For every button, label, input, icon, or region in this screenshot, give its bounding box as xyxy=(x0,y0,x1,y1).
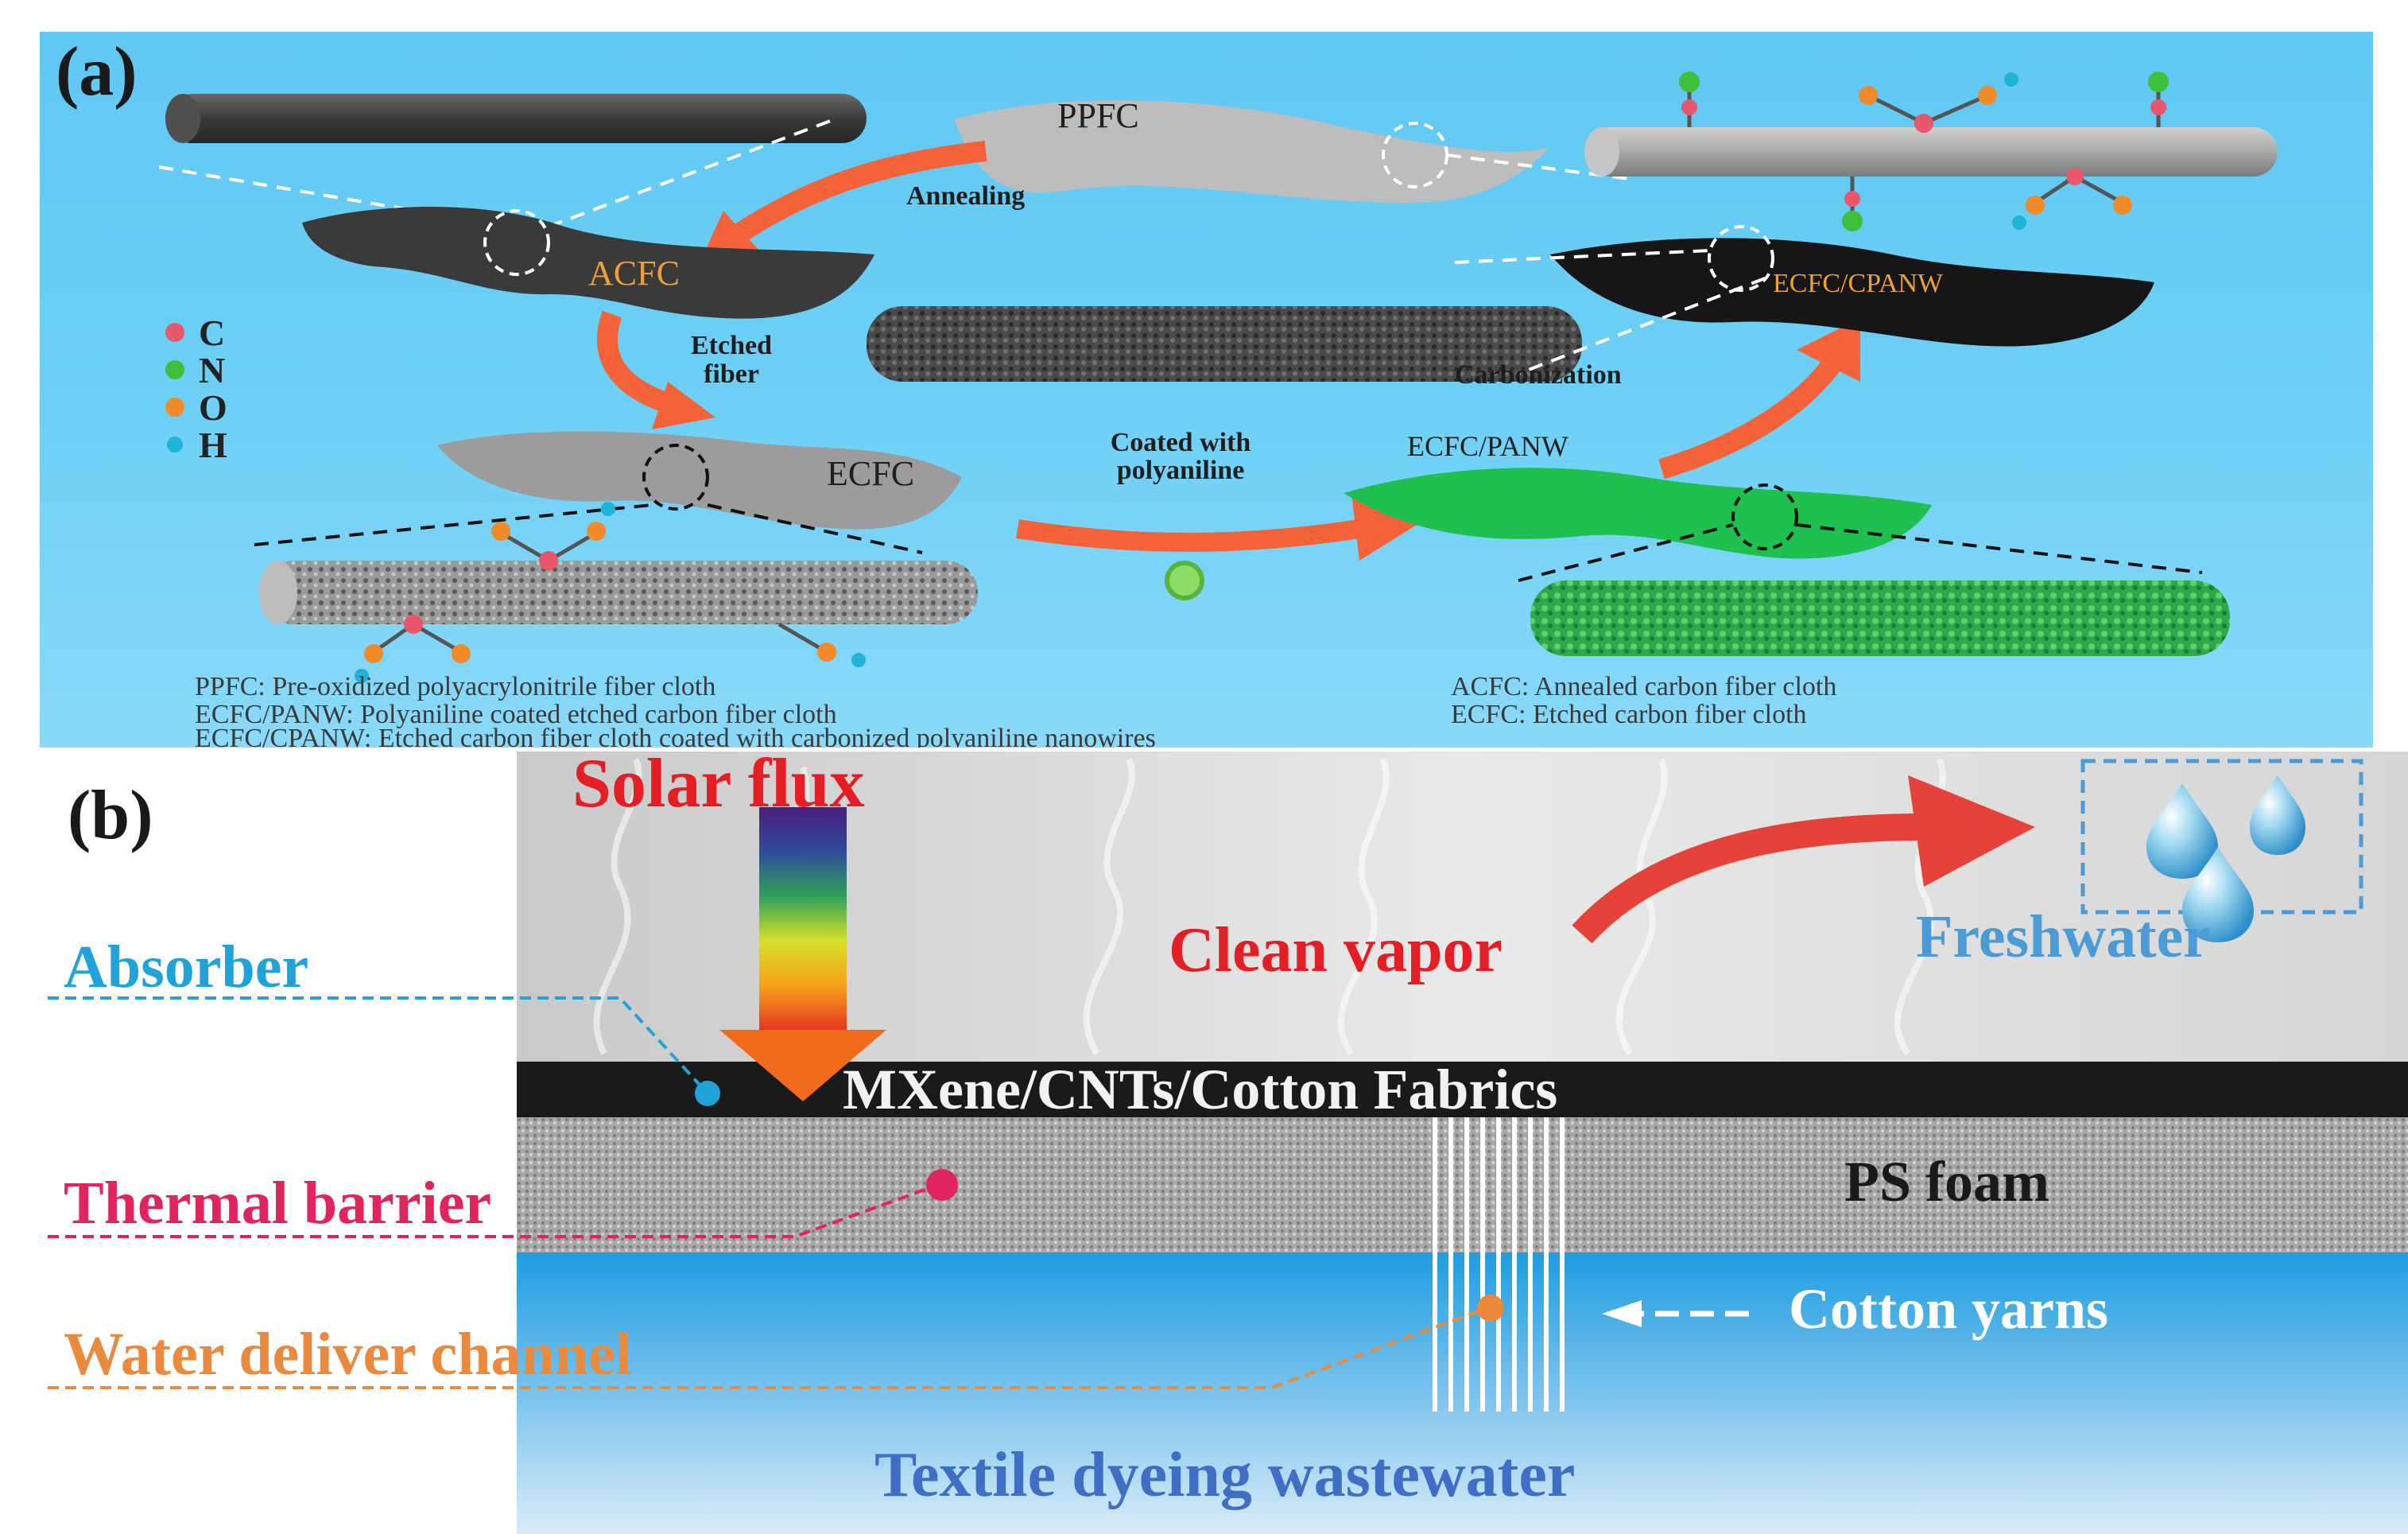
legend-ecfc-panw: ECFC/PANW: Polyaniline coated etched car… xyxy=(195,700,837,729)
carbonization-arrow xyxy=(1658,351,1845,480)
wastewater-label: Textile dyeing wastewater xyxy=(874,1440,1576,1510)
element-dot-o xyxy=(165,398,184,417)
panel-b-label: (b) xyxy=(68,777,153,854)
water-droplets-icon xyxy=(2146,775,2305,942)
ecfc-cloth xyxy=(437,431,962,530)
annealing-arrow xyxy=(725,141,987,247)
coated-arrow xyxy=(1016,519,1361,552)
ecfc-panw-label: ECFC/PANW xyxy=(1407,430,1568,462)
element-label-n: N xyxy=(199,350,226,390)
freshwater-label: Freshwater xyxy=(1916,903,2211,970)
panel-a: (a) PPFC ACFC ECFC ECFC/PANW ECFC/CPANW … xyxy=(40,32,2373,748)
legend-ecfc: ECFC: Etched carbon fiber cloth xyxy=(1451,700,1807,729)
panel-a-label: (a) xyxy=(56,33,138,111)
thermal-barrier-leader xyxy=(48,1183,939,1238)
panel-b: (b) Solar flux Clean vapor Freshwater Ab… xyxy=(0,745,2408,1534)
acfc-label: ACFC xyxy=(588,254,680,293)
cotton-yarns-label: Cotton yarns xyxy=(1789,1277,2109,1341)
ppfc-label: PPFC xyxy=(1057,96,1139,135)
thermal-barrier-callout: Thermal barrier xyxy=(64,1170,492,1237)
acfc-cloth xyxy=(302,207,874,319)
solar-flux-arrow-body xyxy=(759,807,847,1030)
panel-a-graphics xyxy=(158,72,2278,683)
element-dot-h xyxy=(167,437,183,452)
ps-foam-layer xyxy=(517,1117,2408,1252)
ps-foam-label: PS foam xyxy=(1844,1150,2049,1214)
coated-step-label-2: polyaniline xyxy=(1116,456,1245,485)
absorber-layer-label: MXene/CNTs/Cotton Fabrics xyxy=(843,1058,1558,1121)
legend-ppfc: PPFC: Pre-oxidized polyacrylonitrile fib… xyxy=(195,672,716,701)
solar-flux-label: Solar flux xyxy=(572,745,865,822)
polyaniline-icon xyxy=(1165,561,1204,600)
ecfc-panw-fiber-rod xyxy=(1530,581,2230,656)
legend-acfc: ACFC: Annealed carbon fiber cloth xyxy=(1451,672,1837,701)
functionalized-fiber-rod xyxy=(1584,72,2278,231)
ecfc-panw-cloth xyxy=(1344,468,1932,559)
element-dot-n xyxy=(165,360,184,379)
etched-fiber-arrow xyxy=(596,310,679,416)
ecfc-cpanw-cloth xyxy=(1550,225,2154,347)
absorber-dot xyxy=(695,1081,720,1106)
thermal-barrier-dot xyxy=(926,1169,958,1201)
element-label-h: H xyxy=(199,425,227,465)
ppfc-cloth xyxy=(954,100,1631,203)
element-label-o: O xyxy=(199,387,227,428)
cotton-yarns xyxy=(1433,1117,1565,1412)
ecfc-cpanw-label: ECFC/CPANW xyxy=(1773,269,1944,298)
clean-vapor-label: Clean vapor xyxy=(1169,915,1503,985)
etched-fiber-rod-center xyxy=(867,306,1582,382)
clean-vapor-arrow xyxy=(1572,814,1925,944)
element-label-c: C xyxy=(199,313,226,353)
acfc-fiber-rod xyxy=(165,94,867,143)
etched-fiber-step-label-2: fiber xyxy=(704,359,759,389)
water-channel-leader xyxy=(48,1307,1487,1389)
water-channel-callout: Water deliver channel xyxy=(64,1321,632,1388)
legend-ecfc-cpanw: ECFC/CPANW: Etched carbon fiber cloth co… xyxy=(195,724,1156,748)
panel-b-graphics xyxy=(48,751,2408,1534)
ecfc-fiber-rod xyxy=(259,502,978,683)
absorber-callout: Absorber xyxy=(64,934,309,1000)
annealing-step-label: Annealing xyxy=(906,181,1026,211)
carbonization-step-label: Carbonization xyxy=(1455,360,1622,390)
wastewater-region xyxy=(517,1252,2408,1534)
ecfc-label: ECFC xyxy=(827,454,915,493)
etched-fiber-step-label-1: Etched xyxy=(691,331,772,360)
element-dot-c xyxy=(165,323,184,342)
solar-flux-arrow-head xyxy=(719,1030,886,1101)
water-channel-dot xyxy=(1477,1295,1504,1322)
coated-step-label-1: Coated with xyxy=(1110,428,1251,457)
